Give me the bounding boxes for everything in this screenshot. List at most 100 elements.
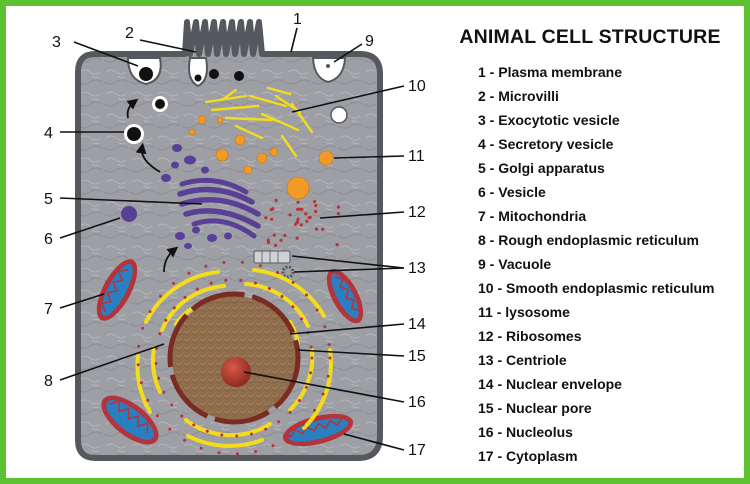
ribosome-dot [308, 215, 312, 219]
legend-item: 12 - Ribosomes [478, 328, 582, 344]
er-ribosome-dot [155, 414, 159, 418]
diagram-title: ANIMAL CELL STRUCTURE [459, 26, 721, 48]
er-ribosome-dot [310, 356, 314, 360]
legend-item: 5 - Golgi apparatus [478, 160, 605, 176]
er-ribosome-dot [217, 451, 221, 455]
er-ribosome-dot [259, 264, 262, 268]
legend-item: 6 - Vesicle [478, 184, 546, 200]
ribosome-dot [295, 236, 299, 240]
er-ribosome-dot [291, 305, 295, 309]
golgi-apparatus [177, 177, 261, 239]
ribosome-dot [272, 233, 276, 237]
legend-list: 1 - Plasma membrane 2 - Microvilli 3 - E… [478, 60, 715, 468]
legend-item: 11 - lysosome [478, 304, 570, 320]
mitochondrion-bottom-right [282, 413, 354, 447]
er-ribosome-dot [321, 392, 325, 396]
ribosome-dot [335, 243, 339, 247]
er-ribosome-dot [300, 317, 303, 321]
ribosome-dot [274, 243, 278, 247]
num-16: 16 [408, 394, 426, 411]
er-ribosome-dot [326, 374, 330, 378]
ribosome-dot [313, 200, 317, 204]
ribosome-dot [336, 212, 340, 216]
legend-item: 9 - Vacuole [478, 256, 552, 272]
er-ribosome-dot [280, 295, 284, 298]
num-17: 17 [408, 442, 426, 459]
mitochondrion-bottom-left [101, 395, 159, 445]
er-ribosome-dot [240, 260, 244, 264]
leader-lines [59, 27, 405, 451]
ribosome-dot [314, 204, 318, 208]
er-ribosome-dot [315, 308, 319, 312]
er-ribosome-dot [239, 278, 243, 282]
er-ribosome-dot [172, 281, 176, 285]
ribosome-dot [300, 207, 304, 211]
secretory-vesicles [124, 69, 244, 144]
er-ribosome-dot [158, 332, 162, 336]
ribosome-dot [266, 240, 270, 245]
ribosome-dot [274, 198, 278, 202]
num-13: 13 [408, 260, 426, 277]
num-2: 2 [125, 25, 134, 42]
er-ribosome-dot [309, 371, 313, 375]
mitochondrion-left [96, 259, 138, 321]
legend-item: 3 - Exocytotic vesicle [478, 112, 620, 128]
er-ribosome-dot [180, 414, 184, 418]
vesicle-6 [121, 206, 137, 222]
er-ribosome-dot [327, 343, 331, 347]
num-5: 5 [44, 191, 53, 208]
num-11: 11 [408, 148, 425, 165]
er-ribosome-dot [291, 280, 295, 284]
legend-item: 7 - Mitochondria [478, 208, 587, 224]
er-ribosome-dot [141, 326, 145, 330]
num-9: 9 [365, 33, 374, 50]
num-10: 10 [408, 78, 426, 95]
ribosomes [264, 198, 341, 247]
legend-item: 15 - Nuclear pore [478, 400, 592, 416]
legend-item: 10 - Smooth endoplasmic reticulum [478, 280, 715, 296]
er-ribosome-dot [164, 318, 168, 322]
er-ribosome-dot [224, 278, 228, 282]
number-labels: 3 2 1 9 10 4 11 5 12 6 13 7 14 15 8 16 1… [44, 11, 426, 459]
ribosome-dot [270, 217, 274, 221]
num-1: 1 [293, 11, 302, 28]
er-ribosome-dot [220, 433, 224, 437]
er-ribosome-dot [170, 403, 174, 407]
ribosome-dot [279, 238, 283, 242]
ribosome-dot [296, 200, 300, 204]
er-ribosome-dot [250, 432, 253, 436]
legend-item: 13 - Centriole [478, 352, 567, 368]
exocytotic-vesicle-2 [188, 57, 208, 88]
er-ribosome-dot [304, 385, 308, 389]
er-ribosome-dot [199, 446, 203, 450]
ribosome-dot [295, 220, 299, 224]
num-3: 3 [52, 34, 61, 51]
ribosome-dot [321, 227, 325, 231]
er-ribosome-dot [168, 427, 172, 431]
num-14: 14 [408, 316, 426, 333]
ribosome-dot [264, 216, 268, 220]
er-ribosome-dot [267, 287, 271, 290]
er-ribosome-dot [309, 345, 313, 349]
er-ribosome-dot [195, 287, 199, 291]
legend-item: 14 - Nuclear envelope [478, 376, 622, 392]
er-ribosome-dot [157, 376, 161, 380]
er-ribosome-dot [288, 410, 292, 414]
er-ribosome-dot [139, 381, 143, 385]
er-ribosome-dot [254, 450, 258, 453]
ribosome-dot [271, 207, 275, 211]
legend-item: 2 - Microvilli [478, 88, 559, 104]
er-ribosome-dot [137, 344, 141, 348]
centriole [253, 250, 295, 279]
ribosome-dot [299, 223, 303, 227]
nucleolus [221, 357, 251, 387]
er-ribosome-dot [297, 399, 301, 402]
ribosome-dot [288, 213, 292, 217]
er-ribosome-dot [187, 271, 191, 275]
smooth-er [204, 86, 314, 158]
lysosomes [188, 115, 334, 200]
er-ribosome-dot [146, 398, 150, 402]
ribosome-dot [283, 233, 287, 238]
num-4: 4 [44, 125, 53, 142]
